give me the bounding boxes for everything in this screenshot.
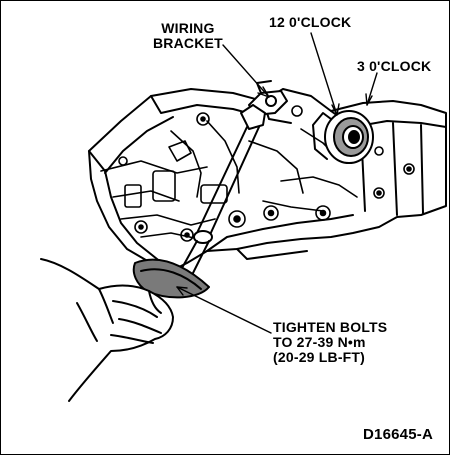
- tighten-bolts-label: TIGHTEN BOLTS TO 27-39 N•m (20-29 LB-FT): [273, 320, 387, 365]
- tighten-bolts-line-2: TO 27-39 N•m: [273, 334, 366, 350]
- figure-id-label: D16645-A: [363, 426, 433, 443]
- tighten-bolts-line-3: (20-29 LB-FT): [273, 349, 366, 365]
- housing-outline: [88, 88, 447, 272]
- wiring-bracket-line-1: WIRING: [161, 20, 215, 36]
- wiring-bracket-label: WIRING BRACKET: [153, 21, 223, 51]
- twelve-oclock-label: 12 0'CLOCK: [269, 14, 352, 30]
- three-oclock-label: 3 0'CLOCK: [357, 58, 432, 74]
- torque-wrench: [132, 104, 266, 299]
- tighten-bolts-line-1: TIGHTEN BOLTS: [273, 319, 388, 335]
- hand: [40, 258, 174, 402]
- shaft-boss: [312, 110, 374, 164]
- leader-lines: [176, 32, 378, 334]
- wiring-bracket-line-2: BRACKET: [153, 35, 223, 51]
- bolt-heads: [118, 105, 415, 242]
